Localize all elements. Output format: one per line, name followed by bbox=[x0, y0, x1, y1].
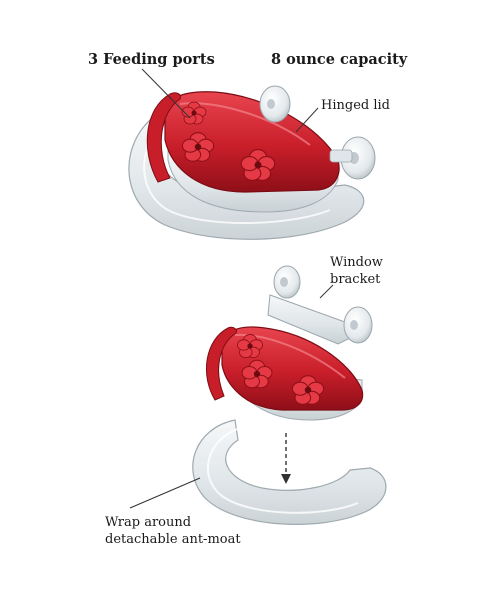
ant-moat-label-line1: Wrap around bbox=[105, 515, 192, 530]
feeding-ports-label: 3 Feeding ports bbox=[88, 51, 215, 68]
flower-port-icon bbox=[291, 375, 325, 405]
flower-port-icon bbox=[181, 132, 215, 162]
flower-port-icon bbox=[236, 334, 264, 358]
hinged-lid-label: Hinged lid bbox=[321, 98, 390, 113]
bracket-leader-line bbox=[319, 284, 334, 299]
top-handle bbox=[146, 92, 181, 183]
window-bracket bbox=[267, 265, 373, 345]
capacity-label: 8 ounce capacity bbox=[271, 51, 408, 68]
down-arrow-icon bbox=[281, 433, 291, 484]
suction-cup-icon bbox=[273, 265, 301, 299]
suction-cup-icon bbox=[329, 136, 376, 180]
assembled-feeder bbox=[128, 85, 376, 240]
window-bracket-label-line1: Window bbox=[330, 255, 383, 270]
window-bracket-label: Window bracket bbox=[330, 254, 383, 288]
ant-moat-label-line2: detachable ant-moat bbox=[105, 532, 241, 547]
ports-leader-line bbox=[141, 68, 191, 119]
flower-port-icon bbox=[241, 359, 273, 389]
top-ant-moat bbox=[128, 117, 365, 240]
exploded-ant-moat bbox=[192, 419, 387, 525]
ant-moat-label: Wrap around detachable ant-moat bbox=[105, 514, 241, 548]
window-bracket-label-line2: bracket bbox=[330, 272, 381, 287]
lid-leader-line bbox=[295, 107, 319, 133]
exploded-reservoir bbox=[205, 326, 364, 421]
flower-port-icon bbox=[240, 149, 276, 181]
flower-port-icon bbox=[181, 101, 207, 125]
moat-leader-line bbox=[129, 477, 201, 509]
suction-cup-icon bbox=[343, 306, 373, 344]
suction-cup-icon bbox=[259, 85, 291, 123]
